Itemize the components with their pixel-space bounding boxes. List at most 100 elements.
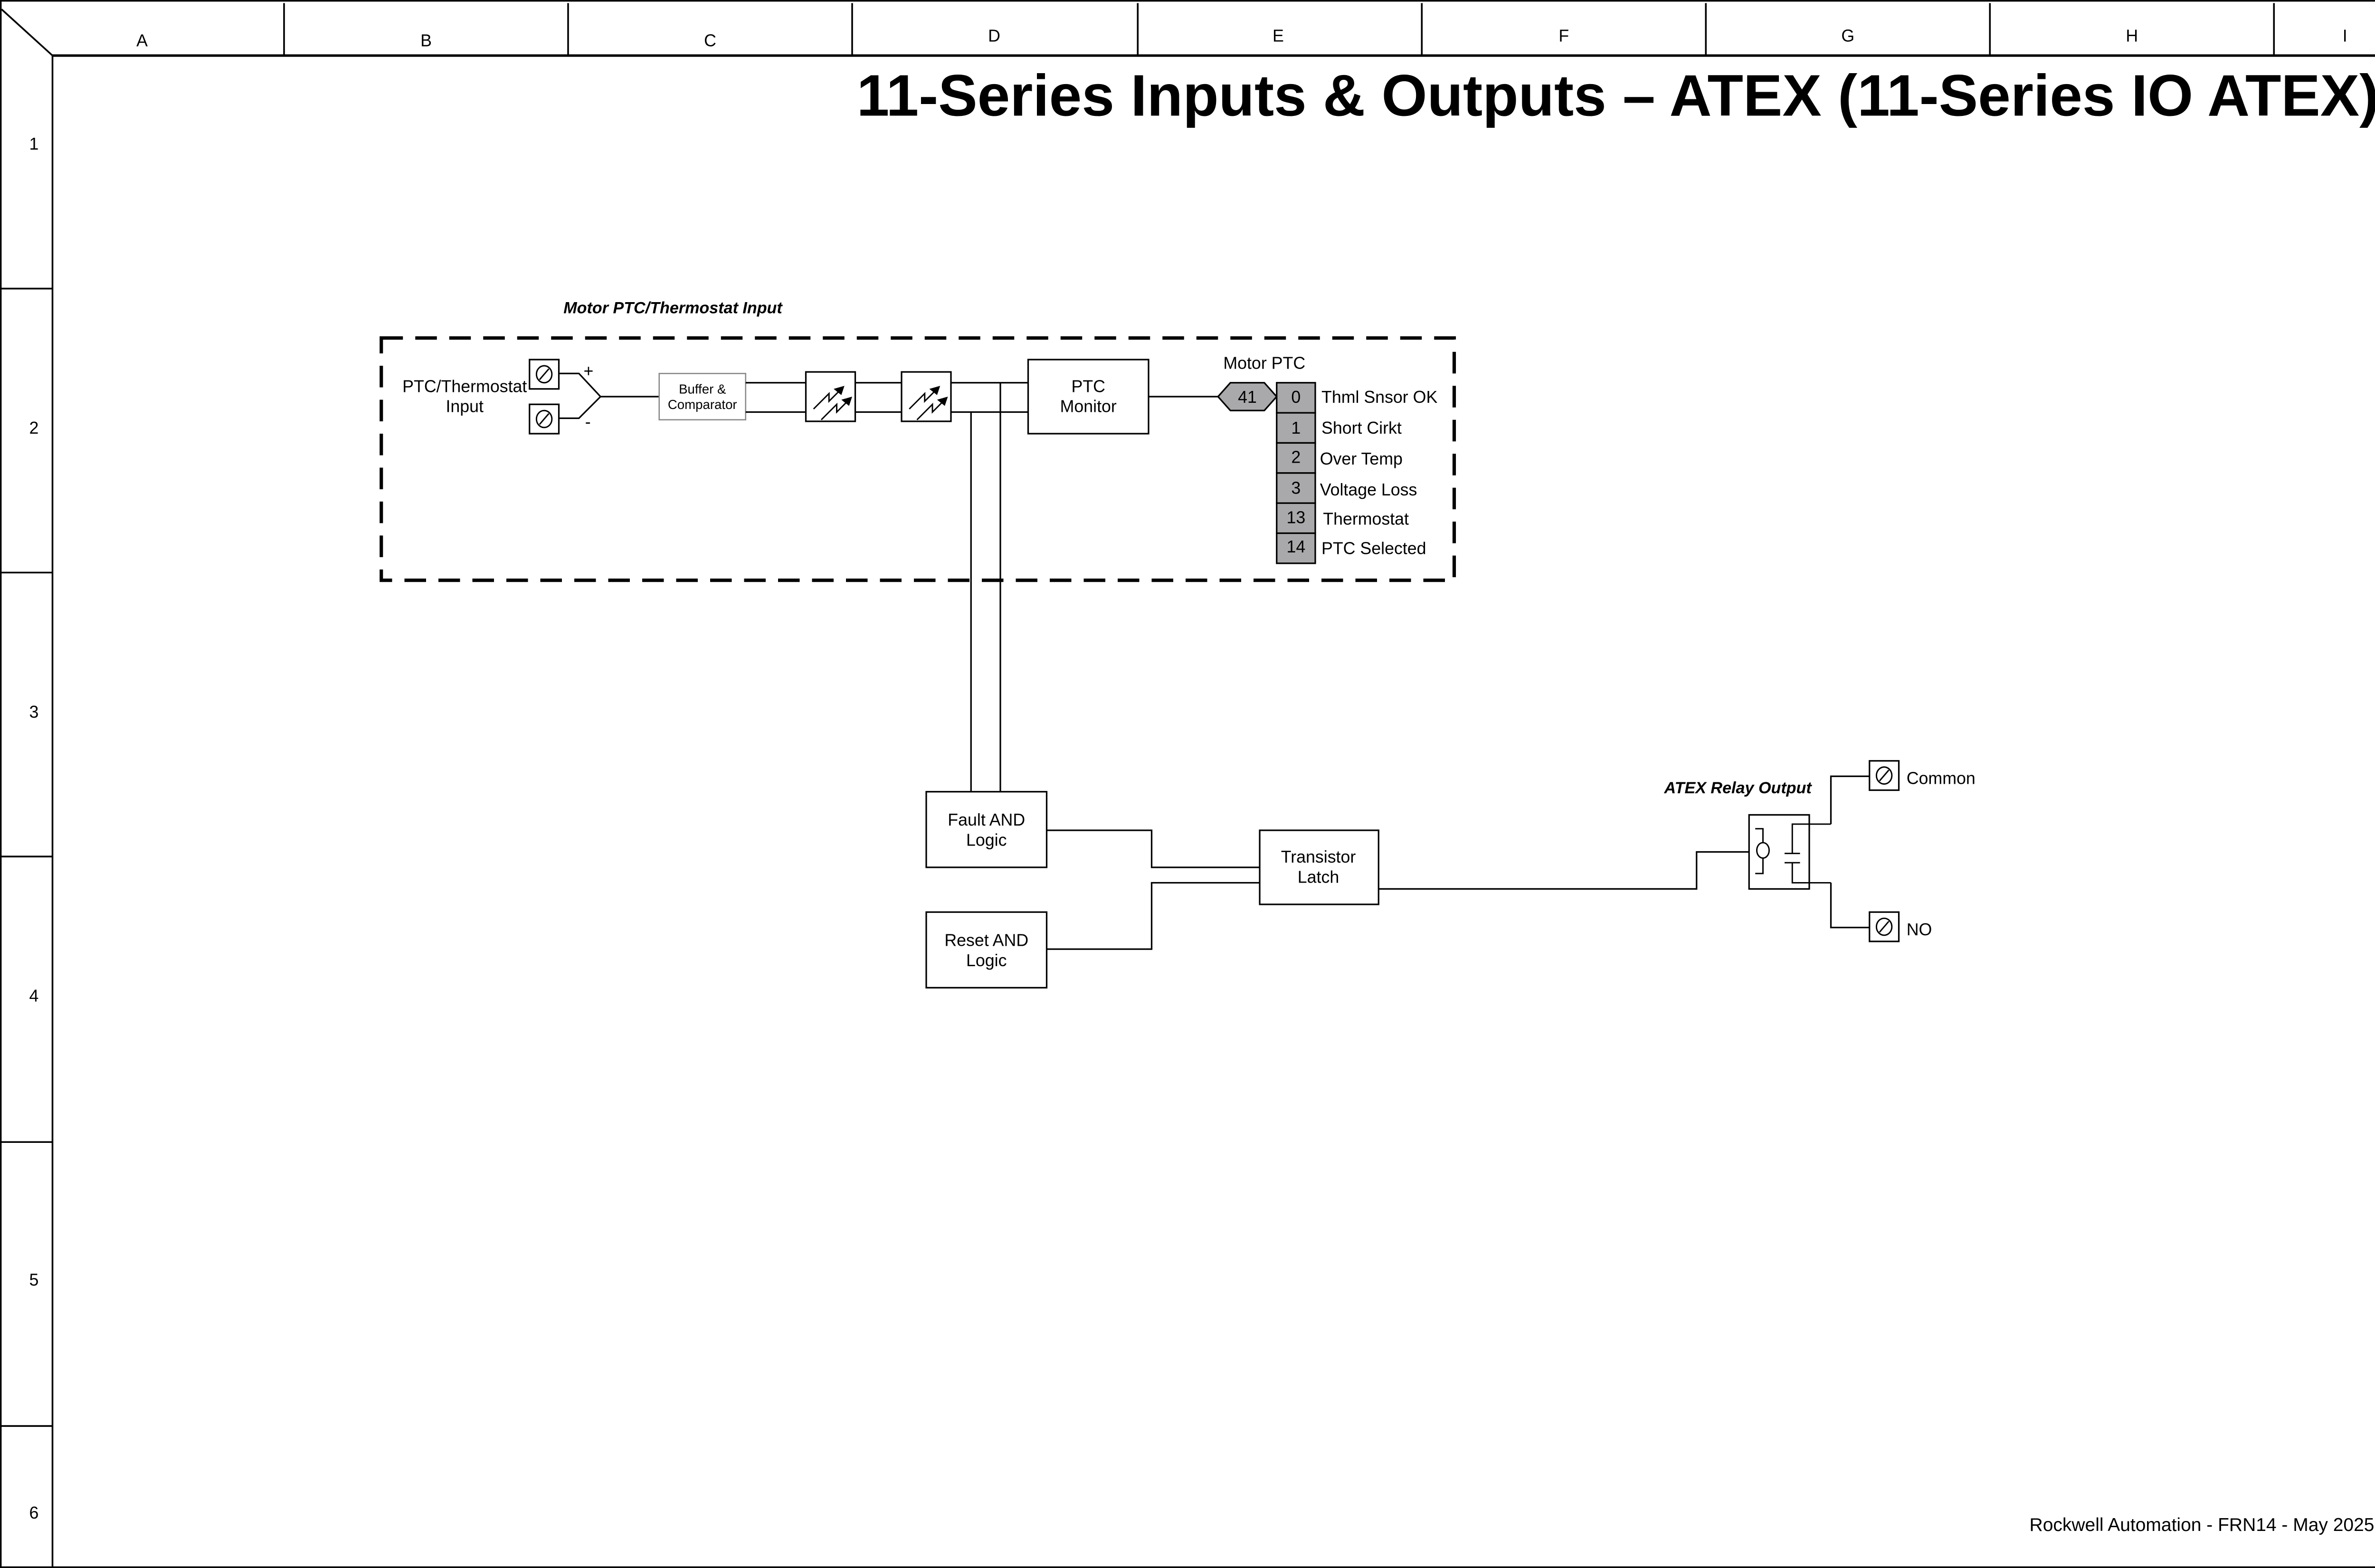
ptc-section-boundary <box>380 336 1456 582</box>
fault-logic-label: Fault AND <box>948 810 1025 829</box>
ptc-monitor-block <box>1027 359 1150 435</box>
terminal-no[interactable] <box>1869 911 1900 942</box>
relay-block <box>1748 814 1810 890</box>
row-label: 2 <box>29 418 39 437</box>
wire <box>1830 775 1870 824</box>
coil-lead <box>1755 828 1764 843</box>
bit-cell <box>1276 532 1316 564</box>
fault-logic-label-2: Logic <box>966 830 1007 849</box>
bit-label: Thml Snsor OK <box>1321 388 1437 407</box>
arrow-head <box>937 396 948 406</box>
bit-label: Thermostat <box>1323 510 1409 529</box>
bit-label: Short Cirkt <box>1321 418 1402 437</box>
wire <box>1830 883 1870 929</box>
row-label: 5 <box>29 1270 39 1289</box>
plus-sign: + <box>584 361 594 380</box>
screw-terminal-icon <box>1875 766 1893 785</box>
fault-and-logic-block <box>925 791 1048 868</box>
bit-number: 1 <box>1291 418 1301 437</box>
column-label: H <box>2126 27 2138 46</box>
bit-row: 2 Over Temp <box>1276 442 1403 474</box>
screw-terminal-icon <box>1875 917 1893 936</box>
reset-and-logic-block <box>925 911 1048 988</box>
isolator-block <box>901 371 952 422</box>
ptc-section-title: Motor PTC/Thermostat Input <box>563 299 783 317</box>
terminal-block <box>529 359 560 390</box>
bit-number: 0 <box>1291 388 1301 407</box>
bit-label: Over Temp <box>1320 449 1403 468</box>
bit-row: 3 Voltage Loss <box>1276 472 1417 504</box>
ptc-monitor-label-2: Monitor <box>1060 397 1117 416</box>
ptc-monitor-label: PTC <box>1072 377 1105 396</box>
screw-terminal-icon <box>535 365 553 384</box>
bit-cell <box>1276 502 1316 534</box>
coil-lead <box>1755 858 1764 874</box>
wire <box>1046 882 1260 950</box>
latch-label: Transistor <box>1281 847 1356 866</box>
input-wire <box>559 372 602 419</box>
footer-text: Rockwell Automation - FRN14 - May 2025 <box>2030 1515 2375 1535</box>
arrow-head <box>841 396 852 406</box>
lightning-arrow-icon <box>820 400 848 420</box>
column-label: D <box>988 27 1000 46</box>
wire <box>1378 851 1749 890</box>
row-label: 6 <box>29 1503 39 1522</box>
buffer-label: Buffer & <box>679 382 726 397</box>
screw-slot <box>539 413 550 425</box>
isolator-block <box>805 371 856 422</box>
bit-row: 14 PTC Selected <box>1276 532 1426 564</box>
column-label: G <box>1841 27 1854 46</box>
buffer-label-2: Comparator <box>668 397 737 412</box>
terminal-plus[interactable] <box>529 359 560 390</box>
row-labels: 1 2 3 4 5 6 <box>29 134 39 1522</box>
bit-number: 14 <box>1286 537 1305 556</box>
lightning-arrow-icon <box>916 400 944 420</box>
lightning-arrow-icon <box>813 390 841 410</box>
optical-isolator-1 <box>805 371 856 422</box>
contact-lead <box>1791 863 1831 884</box>
relay-symbol <box>1748 814 1831 890</box>
ptc-input-label-2: Input <box>446 397 484 416</box>
terminal-common[interactable] <box>1869 760 1900 791</box>
relay-section-title: ATEX Relay Output <box>1663 779 1812 797</box>
common-label: Common <box>1907 769 1976 788</box>
latch-label-2: Latch <box>1298 867 1339 886</box>
page-title: 11-Series Inputs & Outputs – ATEX (11-Se… <box>857 63 2375 129</box>
transistor-latch-block <box>1259 829 1379 905</box>
bit-row: 1 Short Cirkt <box>1276 412 1402 444</box>
row-label: 3 <box>29 703 39 722</box>
buffer-comparator-block <box>658 372 747 421</box>
optical-isolator-2 <box>901 371 952 422</box>
screw-slot <box>1879 921 1890 933</box>
arrow-head <box>834 386 845 395</box>
reset-logic-label-2: Logic <box>966 951 1007 970</box>
row-label: 1 <box>29 134 39 153</box>
ptc-input-label: PTC/Thermostat <box>402 377 527 396</box>
terminal-block <box>1869 911 1900 942</box>
row-label: 4 <box>29 987 39 1006</box>
bit-row: 13 Thermostat <box>1276 502 1409 534</box>
bit-number: 3 <box>1291 479 1301 498</box>
lightning-arrow-icon <box>909 390 936 410</box>
param-title: Motor PTC <box>1223 354 1305 373</box>
no-label: NO <box>1907 920 1932 939</box>
arrow-head <box>929 386 940 395</box>
wire <box>1046 829 1260 868</box>
screw-terminal-icon <box>535 409 553 428</box>
contact-lead <box>1791 823 1831 854</box>
bit-label: PTC Selected <box>1321 539 1426 558</box>
bit-number: 2 <box>1291 448 1301 467</box>
bit-number: 13 <box>1286 508 1305 527</box>
column-labels: A B C D E F G H I <box>136 27 2347 50</box>
bit-row: 0 Thml Snsor OK <box>1276 382 1437 414</box>
column-label: F <box>1558 27 1569 46</box>
minus-sign: - <box>585 412 591 431</box>
bit-table: 0 Thml Snsor OK 1 Short Cirkt 2 Over Tem… <box>1276 382 1437 564</box>
screw-slot <box>1879 770 1890 781</box>
reset-logic-label: Reset AND <box>944 931 1028 950</box>
column-label: E <box>1273 27 1284 46</box>
terminal-minus[interactable] <box>529 403 560 435</box>
